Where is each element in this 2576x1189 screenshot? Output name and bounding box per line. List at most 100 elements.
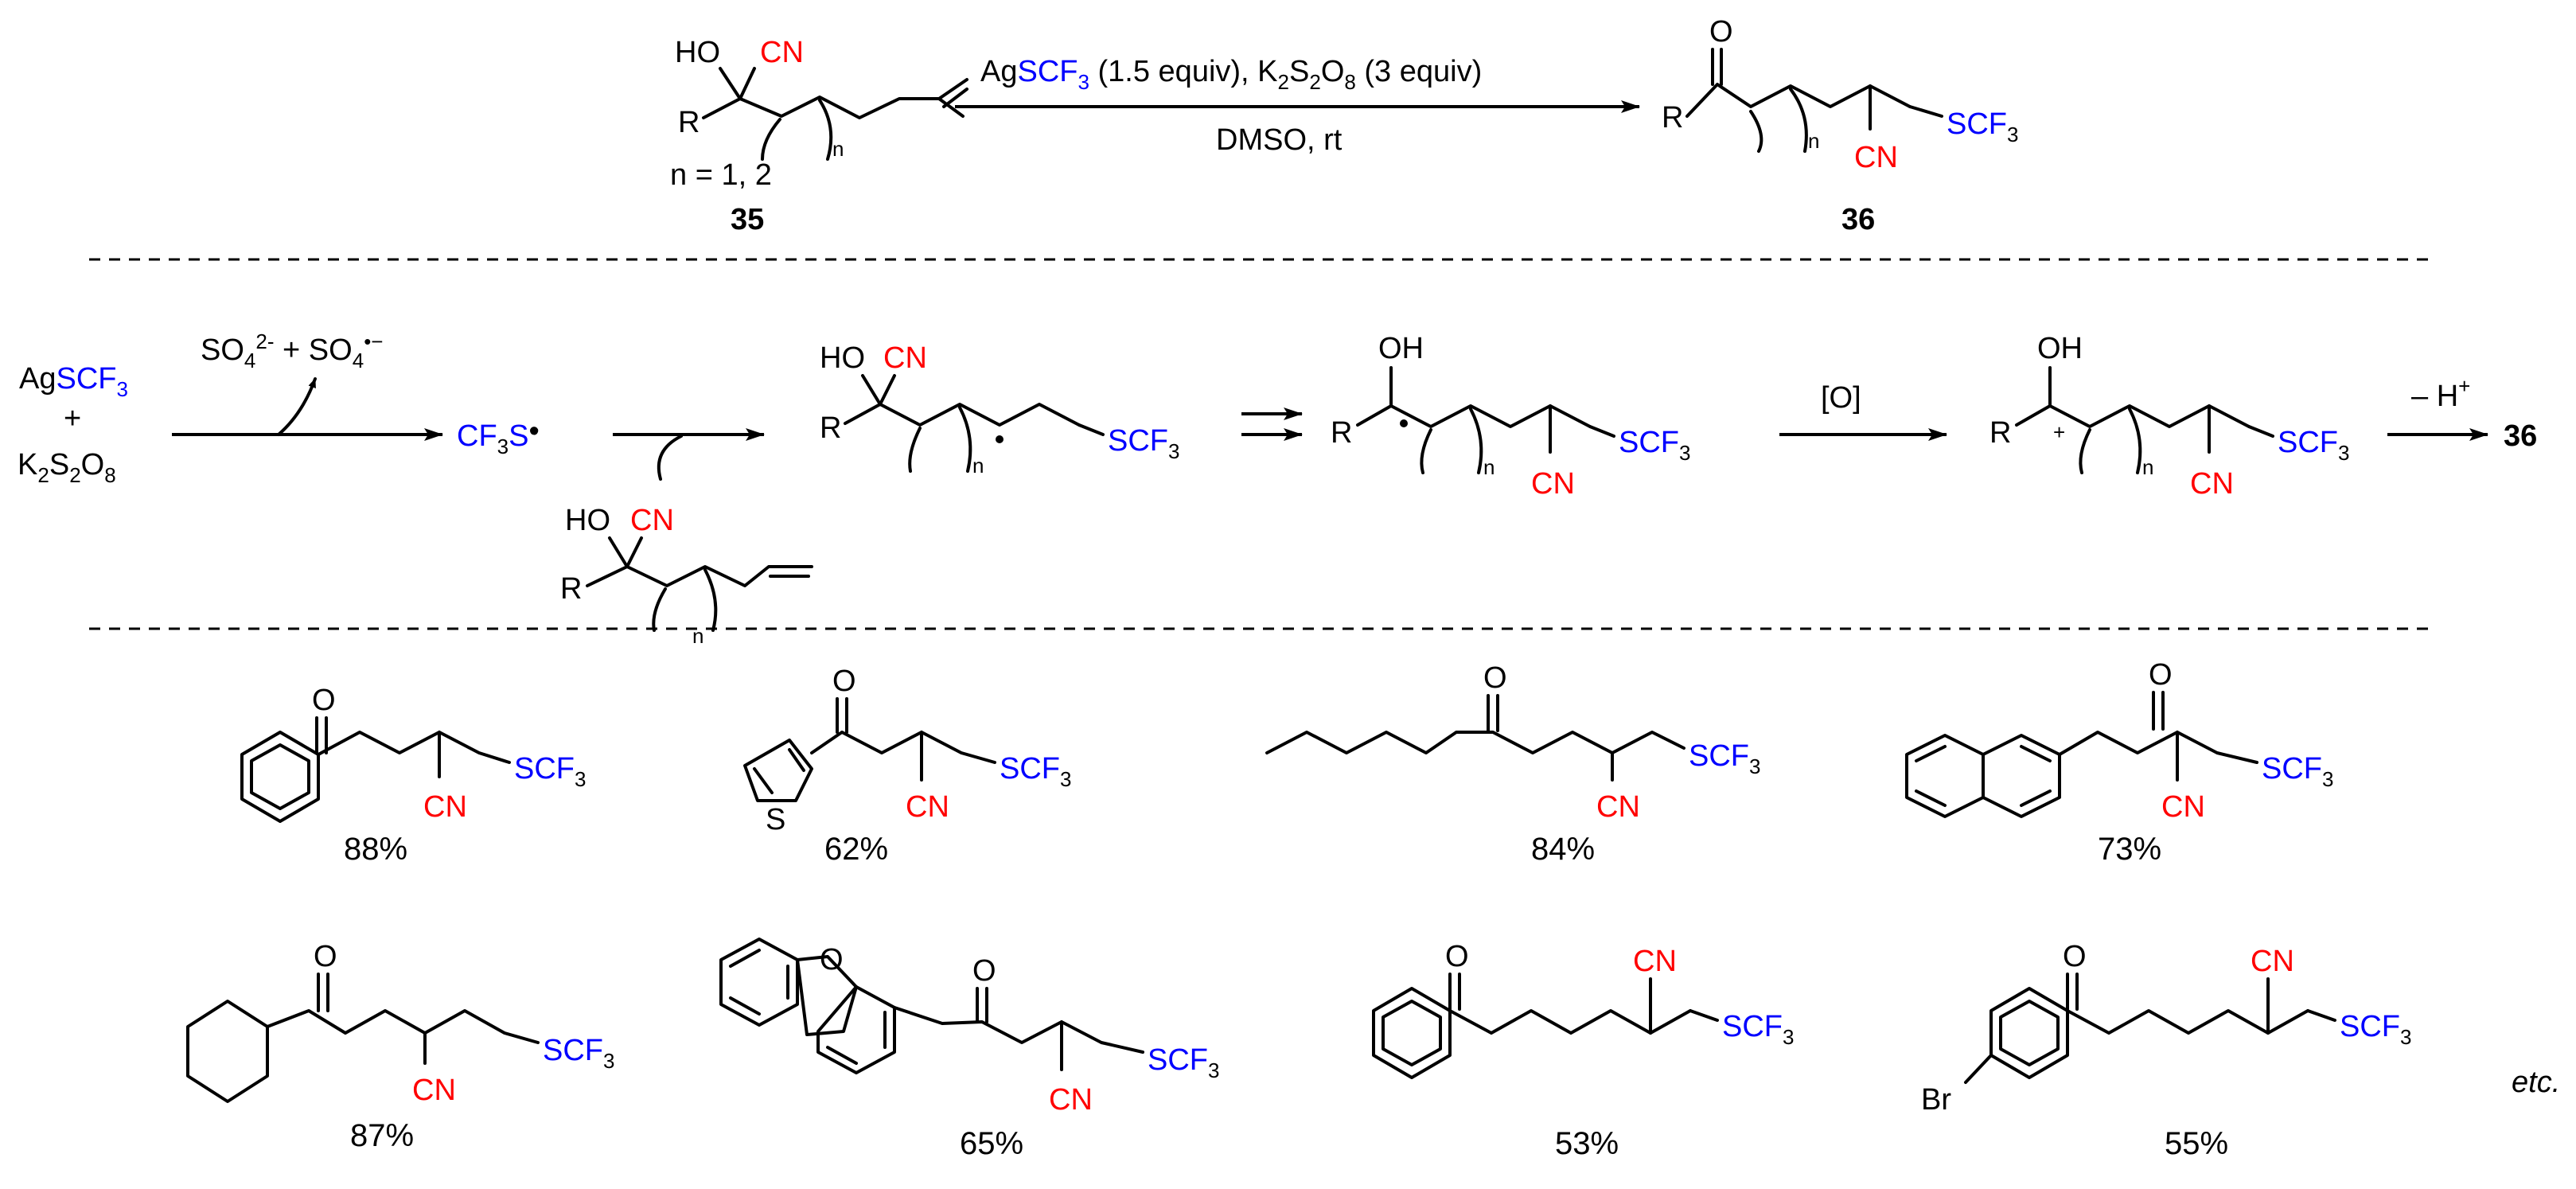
s-label: S [766, 803, 785, 836]
n-subscript: n [832, 137, 844, 161]
cn-label: CN [412, 1074, 456, 1107]
br-label: Br [1921, 1083, 1951, 1117]
scf3-label: SCF3 [1619, 426, 1690, 465]
o-label: O [1709, 15, 1733, 49]
scope-item-thiophene: O S CN SCF3 62% [743, 665, 1071, 867]
scf3-label: SCF3 [1108, 424, 1179, 463]
scope-item-phenyl: O CN SCF3 88% [240, 684, 586, 867]
n-subscript: n [1483, 455, 1495, 479]
yield-label: 73% [2098, 832, 2161, 867]
cn-label: CN [1596, 790, 1640, 824]
radical-dot [996, 435, 1004, 443]
r-label: R [820, 411, 841, 445]
r-label: R [1989, 416, 2011, 450]
n-values: n = 1, 2 [670, 158, 772, 192]
scf3-label: SCF3 [2278, 426, 2349, 465]
yield-label: 84% [1531, 832, 1595, 867]
cn-label: CN [423, 790, 467, 824]
cn-label: CN [1633, 945, 1677, 978]
cn-label: CN [2251, 945, 2294, 978]
o-label: O [972, 954, 996, 988]
n-subscript: n [1808, 129, 1819, 153]
yield-label: 87% [350, 1118, 414, 1153]
scf3-label: SCF3 [1722, 1010, 1794, 1049]
cyclohexane-ring [186, 1000, 269, 1103]
cn-label: CN [1531, 467, 1575, 501]
compound-36-label: 36 [1841, 203, 1875, 236]
yield-label: 53% [1555, 1126, 1619, 1161]
yield-label: 62% [824, 832, 888, 867]
o-label: O [314, 940, 337, 973]
cation-charge: + [2053, 420, 2065, 444]
n-subscript: n [2142, 455, 2153, 479]
cn-label: CN [760, 36, 804, 69]
reagents-text: AgSCF3 (1.5 equiv), K2S2O8 (3 equiv) [980, 55, 1482, 94]
o-label: O [2149, 658, 2173, 692]
conditions: AgSCF3 (1.5 equiv), K2S2O8 (3 equiv) DMS… [955, 55, 1640, 157]
scope-item-cyclohexyl: O CN SCF3 87% [186, 940, 614, 1153]
cn-label: CN [883, 341, 927, 375]
o-label: O [2063, 940, 2087, 973]
scope-item-hexyl: O CN SCF3 84% [1265, 661, 1760, 867]
minus-h-label: – H+ [2411, 374, 2470, 413]
n-subscript: n [972, 454, 984, 478]
ketyl-radical-intermediate: OH R n CN SCF3 [1331, 332, 1690, 501]
scope-item-dibenzofuranyl: O O CN SCF3 65% [719, 938, 1219, 1161]
byproduct-curved-arrow [277, 377, 317, 436]
k2s2o8-label: K2S2O8 [18, 448, 116, 487]
sulfate-label: SO42- + SO4•− [201, 329, 383, 372]
dibenzofuran-ring-right [816, 985, 896, 1074]
yield-label: 55% [2165, 1126, 2228, 1161]
scf3-label: SCF3 [1000, 752, 1071, 791]
thiophene-ring [743, 739, 813, 802]
initiation: AgSCF3 + K2S2O8 SO42- + SO4•− CF3S• [18, 329, 540, 487]
yield-label: 88% [344, 832, 407, 867]
compound-35-label: 35 [731, 203, 764, 236]
o-label: O [312, 684, 336, 717]
deprotonation-step: – H+ 36 [2387, 374, 2537, 453]
yield-label: 65% [960, 1126, 1023, 1161]
oxidant-label: [O] [1821, 381, 1861, 415]
scf3-label: SCF3 [1148, 1043, 1219, 1082]
o-furan-label: O [820, 943, 844, 977]
steps-arrow [1241, 407, 1303, 441]
ho-label: HO [820, 341, 865, 375]
alkyl-radical-intermediate: HO CN R n SCF3 [820, 341, 1179, 478]
o-label: O [832, 665, 856, 698]
o-label: O [1483, 661, 1507, 695]
ho-label: HO [565, 504, 610, 537]
cn-label: CN [630, 504, 674, 537]
scf3-label: SCF3 [514, 752, 586, 791]
oh-label: OH [1378, 332, 1424, 365]
scope-item-naphthyl: O CN SCF3 73% [1905, 658, 2333, 867]
scope-item-bromophenyl: O Br CN SCF3 55% [1921, 940, 2411, 1161]
solvent-text: DMSO, rt [1216, 123, 1343, 157]
ho-label: HO [675, 36, 720, 69]
r-label: R [678, 106, 700, 139]
alkene-attack-curved-arrow [657, 435, 683, 481]
radical-dot [1400, 419, 1408, 427]
oxidation-step: [O] [1779, 381, 1947, 441]
oh-label: OH [2037, 332, 2083, 365]
cn-label: CN [2161, 790, 2205, 824]
cf3s-radical: CF3S• [457, 415, 540, 458]
cn-label: CN [1049, 1083, 1093, 1117]
plus-sign: + [64, 402, 81, 435]
substrate-35: HO CN R n n = 1, 2 35 [670, 36, 968, 236]
r-label: R [1331, 416, 1352, 450]
scf3-label: SCF3 [2262, 752, 2333, 791]
cn-label: CN [1854, 141, 1898, 174]
o-label: O [1445, 940, 1469, 973]
agscf3-label: AgSCF3 [19, 362, 128, 401]
etc-label: etc. [2512, 1066, 2560, 1099]
cn-label: CN [906, 790, 949, 824]
scope-item-phenyl-homolog: O CN SCF3 53% [1372, 940, 1794, 1161]
radical-addition: HO CN R n [560, 428, 813, 648]
r-label: R [1662, 101, 1683, 134]
scf3-label: SCF3 [2340, 1010, 2411, 1049]
scf3-label: SCF3 [1689, 739, 1760, 778]
furan-ring [796, 955, 858, 1036]
cn-label: CN [2190, 467, 2234, 501]
r-label: R [560, 572, 582, 606]
